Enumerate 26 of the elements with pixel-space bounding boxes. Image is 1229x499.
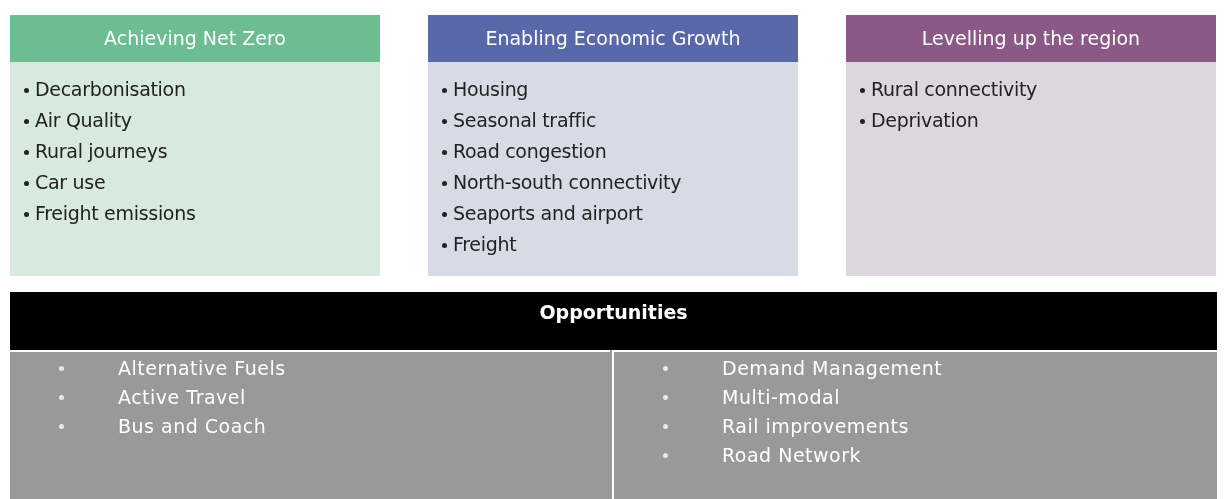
bullet-item: Alternative Fuels <box>10 354 610 383</box>
bullet-item: Bus and Coach <box>10 412 610 441</box>
opportunities-panel <box>10 292 1217 499</box>
card-header: Enabling Economic Growth <box>428 15 798 62</box>
bullet-item: North-south connectivity <box>442 167 798 198</box>
card-header: Levelling up the region <box>846 15 1216 62</box>
bullet-item: Rural journeys <box>24 136 380 167</box>
bullet-item: Road Network <box>614 441 1217 470</box>
bullet-item: Road congestion <box>442 136 798 167</box>
bullet-item: Seaports and airport <box>442 198 798 229</box>
panel-header: Opportunities <box>10 292 1217 350</box>
bullet-item: Rail improvements <box>614 412 1217 441</box>
bullet-item: Housing <box>442 74 798 105</box>
bullet-item: Car use <box>24 167 380 198</box>
bullet-item: Decarbonisation <box>24 74 380 105</box>
card-header: Achieving Net Zero <box>10 15 380 62</box>
bullet-item: Rural connectivity <box>860 74 1216 105</box>
bullet-item: Multi-modal <box>614 383 1217 412</box>
bullet-item: Active Travel <box>10 383 610 412</box>
bullet-item: Seasonal traffic <box>442 105 798 136</box>
bullet-item: Freight <box>442 229 798 260</box>
bullet-item: Freight emissions <box>24 198 380 229</box>
opportunity-cell <box>612 350 1217 499</box>
bullet-item: Air Quality <box>24 105 380 136</box>
bullet-item: Demand Management <box>614 354 1217 383</box>
bullet-item: Deprivation <box>860 105 1216 136</box>
